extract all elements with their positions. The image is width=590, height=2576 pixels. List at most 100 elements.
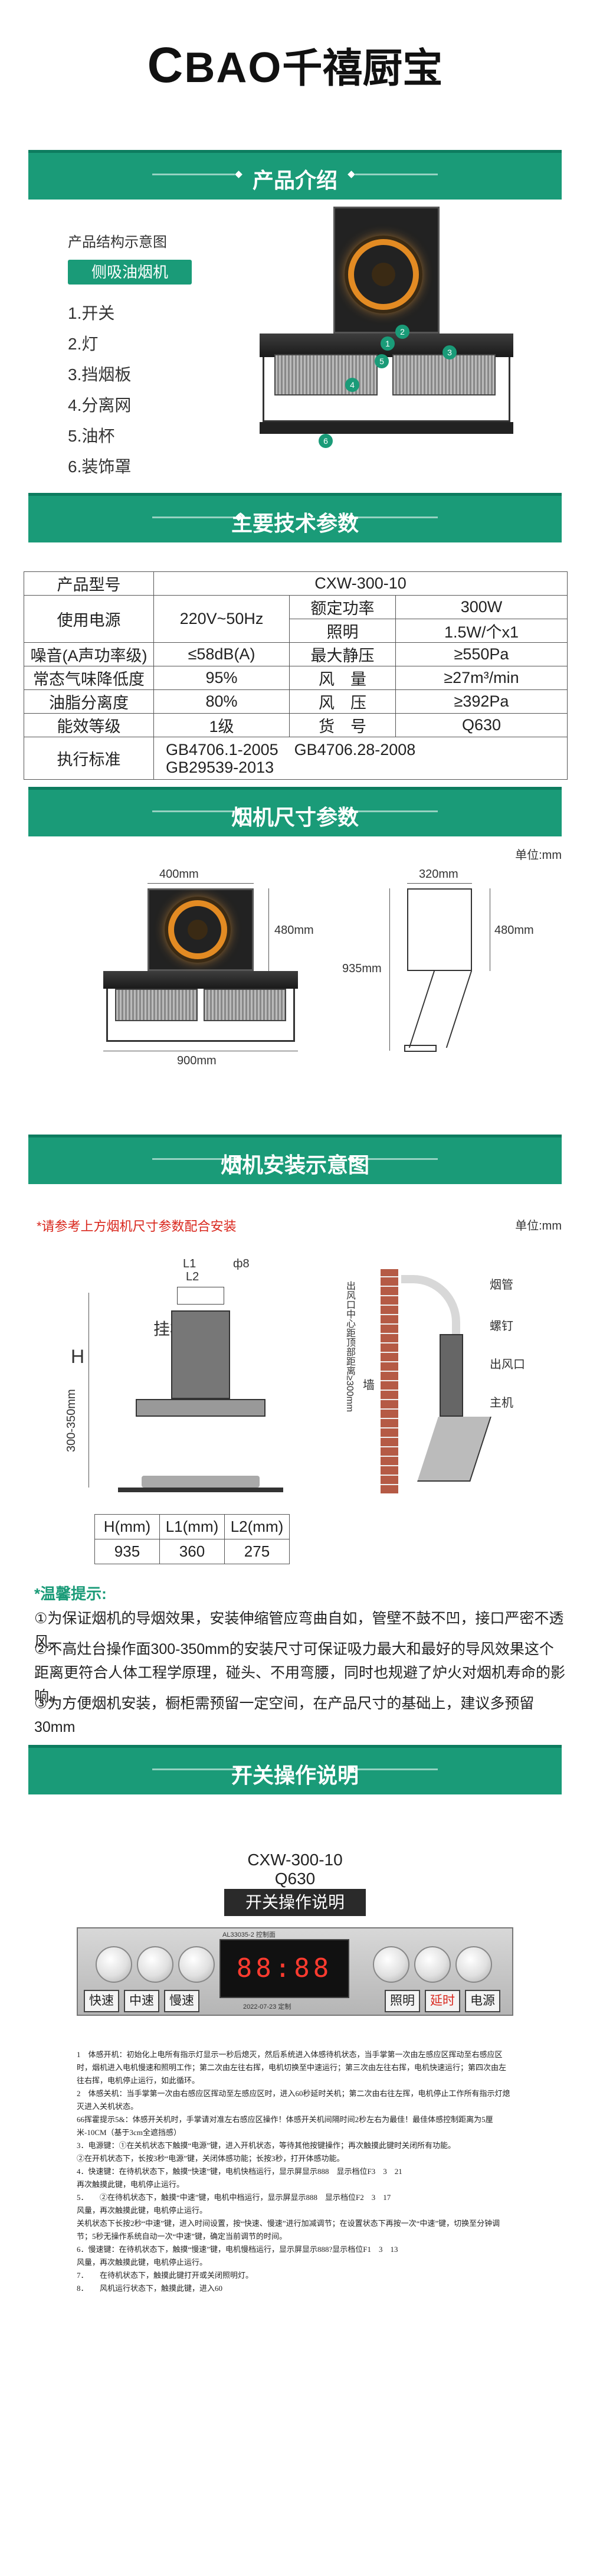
product-image: 1 2 3 4 5 6: [248, 207, 543, 460]
spec-cell-std: GB4706.1-2005 GB4706.28-2008 GB29539-201…: [153, 737, 568, 780]
spec-cell: 额定功率: [289, 595, 396, 619]
lcd-display: 88:88: [219, 1939, 349, 1998]
instruction-line: 2 体感关机：当手掌第一次由右感应区挥动至左感应区时，进入60秒延时关机；第二次…: [77, 2089, 510, 2111]
section-bar-install: 烟机安装示意图: [28, 1135, 562, 1184]
section-title-intro: 产品介绍: [252, 169, 337, 193]
logo-cjk: 千禧厨宝: [282, 45, 443, 92]
instruction-line: 8． 风机运行状态下，触摸此键，进入60: [77, 2284, 223, 2293]
panel-tag: AL33035-2 控制面: [222, 1931, 276, 1938]
front-view-drawing: 400mm 480mm 900mm: [103, 868, 316, 1068]
table-cell: 935: [94, 1539, 160, 1564]
sensor-knob: [455, 1946, 492, 1983]
spec-cell: CXW-300-10: [153, 571, 568, 596]
callout-5: 5: [375, 354, 389, 368]
spec-cell: ≥550Pa: [395, 642, 568, 666]
fast-button[interactable]: 快速: [84, 1990, 119, 2012]
instruction-line: 7． 在待机状态下，触摸此键打开或关闭照明灯。: [77, 2271, 254, 2280]
spec-cell: 最大静压: [289, 642, 396, 666]
delay-button[interactable]: 延时: [425, 1990, 460, 2012]
spec-cell: 照明: [289, 619, 396, 643]
dim-bottom-width: 900mm: [177, 1054, 217, 1067]
slow-button[interactable]: 慢速: [164, 1990, 199, 2012]
spec-cell: 油脂分离度: [24, 689, 154, 714]
list-item: 3.挡烟板: [68, 365, 132, 384]
install-l1: L1: [183, 1257, 196, 1270]
install-label-main: 主机: [490, 1397, 513, 1410]
spec-cell: 80%: [153, 689, 290, 714]
spec-cell: 风 量: [289, 666, 396, 690]
side-view-drawing: 320mm 480mm 935mm: [342, 868, 560, 1063]
install-side-drawing: 出风口中心距顶部距离≥300mm 墙 烟管 螺钉 出风口 主机: [319, 1257, 566, 1505]
logo-c-mark: C: [147, 37, 185, 93]
instruction-line: 66挥霍提示5&：体感开关机时，手掌请对准左右感应区操作！体感开关机间隔时间2秒…: [77, 2115, 493, 2137]
spec-cell: 1.5W/个x1: [395, 619, 568, 643]
dim-front-height: 480mm: [274, 924, 314, 937]
callout-2: 2: [395, 325, 409, 339]
instruction-line: 3．电源键：①在关机状态下触摸“电源”键，进入开机状态，等待其他按键操作；再次触…: [77, 2141, 456, 2150]
install-phi: ф8: [233, 1257, 250, 1270]
install-range: 300-350mm: [65, 1389, 78, 1452]
instruction-line: 4．快速键：在待机状态下，触摸“快速”键，电机快档运行，显示屏显示888 显示档…: [77, 2167, 402, 2176]
list-item: 6.装饰罩: [68, 457, 132, 476]
install-table: H(mm) L1(mm) L2(mm) 935 360 275: [94, 1514, 290, 1564]
callout-4: 4: [345, 378, 359, 392]
tips-title: *温馨提示:: [34, 1585, 107, 1603]
spec-cell: 风 压: [289, 689, 396, 714]
list-item: 5.油杯: [68, 427, 115, 445]
sensor-knob: [414, 1946, 451, 1983]
instruction-line: ②在开机状态下，长按3秒“电源”键，关闭体感功能；长按3秒，打开体感功能。: [77, 2154, 345, 2163]
spec-cell: 噪音(A声功率级): [24, 642, 154, 666]
instruction-line: 再次触摸此键，电机停止运行。: [77, 2180, 185, 2189]
sensor-knob: [178, 1946, 215, 1983]
sensor-knob: [373, 1946, 409, 1983]
spec-cell: 95%: [153, 666, 290, 690]
switch-title: 开关操作说明: [224, 1889, 366, 1916]
instruction-line: 1 体感开机：初始化上电所有指示灯显示一秒后熄灭，然后系统进入体感待机状态，当手…: [77, 2050, 507, 2085]
medium-button[interactable]: 中速: [124, 1990, 159, 2012]
spec-cell: 1级: [153, 713, 290, 737]
install-label-pipe: 烟管: [490, 1279, 513, 1292]
structure-caption: 产品结构示意图: [68, 234, 167, 250]
instruction-line: 风量，再次触摸此键，电机停止运行。: [77, 2206, 208, 2215]
std-line-2: GB29539-2013: [166, 758, 274, 776]
section-title-dims: 烟机尺寸参数: [231, 806, 359, 830]
spec-cell: ≤58dB(A): [153, 642, 290, 666]
spec-cell: ≥27m³/min: [395, 666, 568, 690]
section-title-switch: 开关操作说明: [231, 1764, 359, 1788]
section-bar-switch: 开关操作说明: [28, 1745, 562, 1794]
power-button[interactable]: 电源: [465, 1990, 500, 2012]
install-front-drawing: L1 L2 ф8 挂板 H 300-350mm: [65, 1257, 295, 1505]
spec-cell: Q630: [395, 713, 568, 737]
table-header: L1(mm): [159, 1514, 225, 1539]
switch-sku: Q630: [274, 1869, 316, 1888]
spec-cell: 常态气味降低度: [24, 666, 154, 690]
light-button[interactable]: 照明: [385, 1990, 420, 2012]
product-type-pill: 侧吸油烟机: [68, 260, 192, 285]
spec-cell: 能效等级: [24, 713, 154, 737]
instruction-line: 6．慢速键：在待机状态下，触摸“慢速”键，电机慢档运行，显示屏显示888?显示档…: [77, 2245, 398, 2254]
install-outlet-dist: 出风口中心距顶部距离≥300mm: [345, 1281, 355, 1413]
callout-6: 6: [319, 434, 333, 448]
instruction-block: 1 体感开机：初始化上电所有指示灯显示一秒后熄灭，然后系统进入体感待机状态，当手…: [77, 2048, 513, 2295]
callout-3: 3: [442, 345, 457, 359]
spec-cell: 300W: [395, 595, 568, 619]
sensor-knob: [137, 1946, 173, 1983]
tip-item-1: ①为保证烟机的导烟效果，安装伸缩管应弯曲自如，管壁不鼓不凹，接口严密不透风。: [34, 1610, 564, 1650]
dim-side-height: 480mm: [494, 924, 534, 937]
section-bar-intro: 产品介绍: [28, 150, 562, 200]
install-label-wall: 墙: [363, 1379, 375, 1392]
brand-logo: CBAO千禧厨宝: [0, 35, 590, 94]
section-bar-specs: 主要技术参数: [28, 493, 562, 542]
dim-front-width: 400mm: [159, 868, 199, 881]
tip-item-2: ②不高灶台操作面300-350mm的安装尺寸可保证吸力最大和最好的导风效果这个距…: [34, 1641, 566, 1705]
panel-date: 2022-07-23 定制: [243, 2003, 291, 2011]
table-cell: 360: [159, 1539, 225, 1564]
table-cell: 275: [224, 1539, 290, 1564]
list-item: 1.开关: [68, 304, 115, 322]
install-h-label: H: [71, 1346, 85, 1367]
list-item: 2.灯: [68, 335, 99, 353]
install-label-screw: 螺钉: [490, 1320, 513, 1333]
spec-cell: ≥392Pa: [395, 689, 568, 714]
tip-item-3: ③为方便烟机安装，橱柜需预留一定空间，在产品尺寸的基础上，建议多预留30mm: [34, 1695, 535, 1735]
spec-cell: 执行标准: [24, 737, 154, 780]
